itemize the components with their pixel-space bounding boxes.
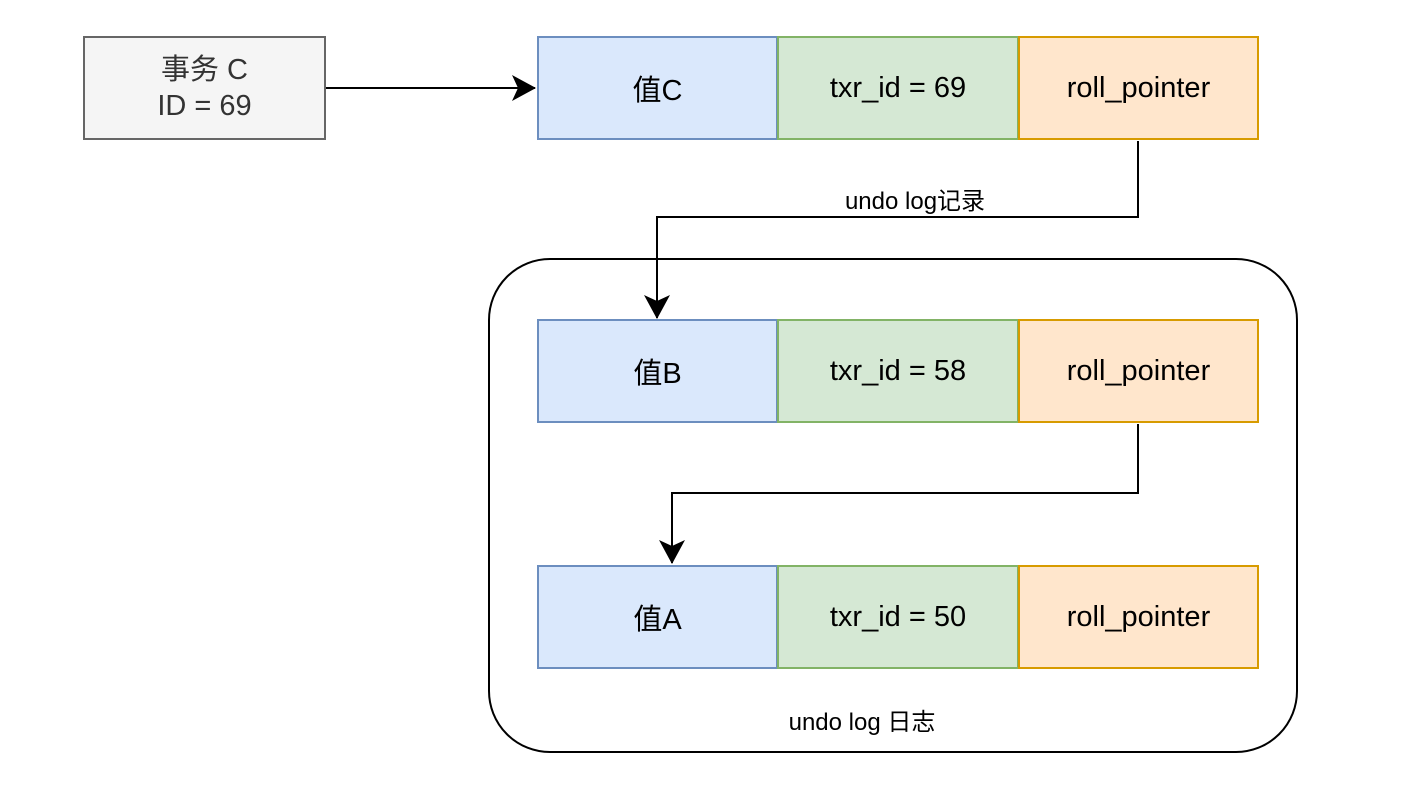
record-c-value: 值C — [537, 36, 778, 140]
record-a-txr-id: txr_id = 50 — [777, 565, 1019, 669]
record-a-value: 值A — [537, 565, 778, 669]
transaction-name: 事务 C — [160, 54, 248, 86]
record-b-value: 值B — [537, 319, 778, 423]
undo-log-record-label: undo log记录 — [790, 181, 1040, 215]
record-c-roll-pointer: roll_pointer — [1018, 36, 1259, 140]
transaction-box: 事务 C ID = 69 — [83, 36, 326, 140]
roll-pointer-c-to-b-arrow — [644, 141, 1139, 319]
transaction-id: ID = 69 — [157, 90, 252, 122]
undo-log-container-label: undo log 日志 — [788, 709, 936, 736]
record-a-roll-pointer: roll_pointer — [1018, 565, 1259, 669]
record-c-txr-id: txr_id = 69 — [777, 36, 1019, 140]
roll-pointer-b-to-a-arrow — [659, 424, 1139, 564]
record-b-txr-id: txr_id = 58 — [777, 319, 1019, 423]
record-b-roll-pointer: roll_pointer — [1018, 319, 1259, 423]
